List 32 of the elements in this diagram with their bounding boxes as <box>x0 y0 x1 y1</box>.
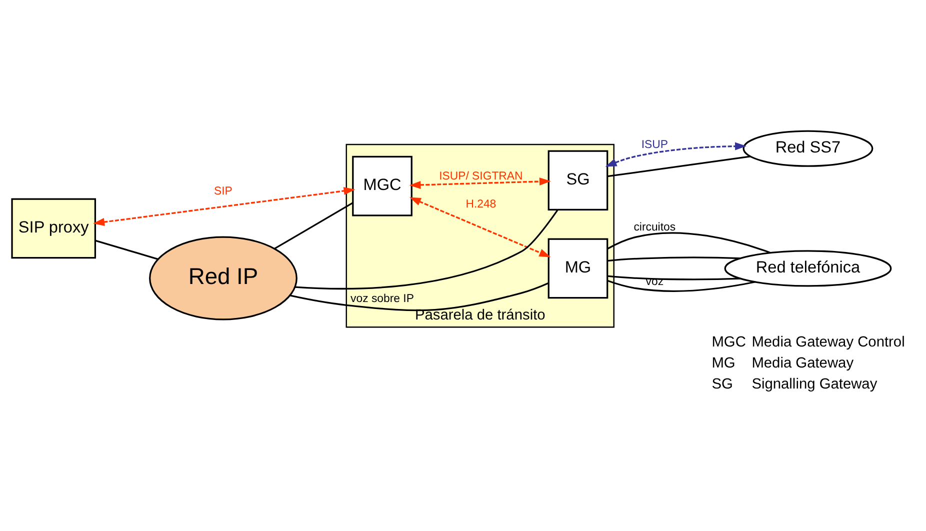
edge-label: voz sobre IP <box>350 293 414 306</box>
edge-label: ISUP/ SIGTRAN <box>439 170 523 183</box>
edge-label: SIP <box>214 185 232 198</box>
connector <box>607 275 741 280</box>
arrow <box>409 177 551 189</box>
edge-label: ISUP <box>641 138 668 151</box>
connector <box>607 280 756 292</box>
node-ellipse: Red IP <box>149 236 298 320</box>
connector <box>607 256 741 262</box>
connector <box>274 202 354 250</box>
connector <box>295 209 558 290</box>
node-box: SIP proxy <box>11 198 96 259</box>
connector <box>607 232 771 254</box>
node-box: SG <box>548 150 608 211</box>
label: MGC <box>712 334 746 350</box>
connector <box>95 240 158 260</box>
node-ellipse: Red telefónica <box>724 250 892 287</box>
node-box: MGC <box>352 156 412 216</box>
arrow <box>605 142 746 167</box>
edge-label: circuitos <box>634 221 676 234</box>
arrow <box>409 197 551 258</box>
label: MG <box>712 355 736 372</box>
label: SG <box>712 376 733 393</box>
label: Signalling Gateway <box>752 376 878 393</box>
node-box: MG <box>548 238 608 299</box>
connector <box>290 282 549 312</box>
edge-label: H.248 <box>466 198 496 210</box>
arrow <box>93 186 356 226</box>
label: Media Gateway <box>752 355 854 372</box>
connector <box>607 156 750 178</box>
node-ellipse: Red SS7 <box>742 130 874 167</box>
label: Media Gateway Control <box>752 334 905 350</box>
